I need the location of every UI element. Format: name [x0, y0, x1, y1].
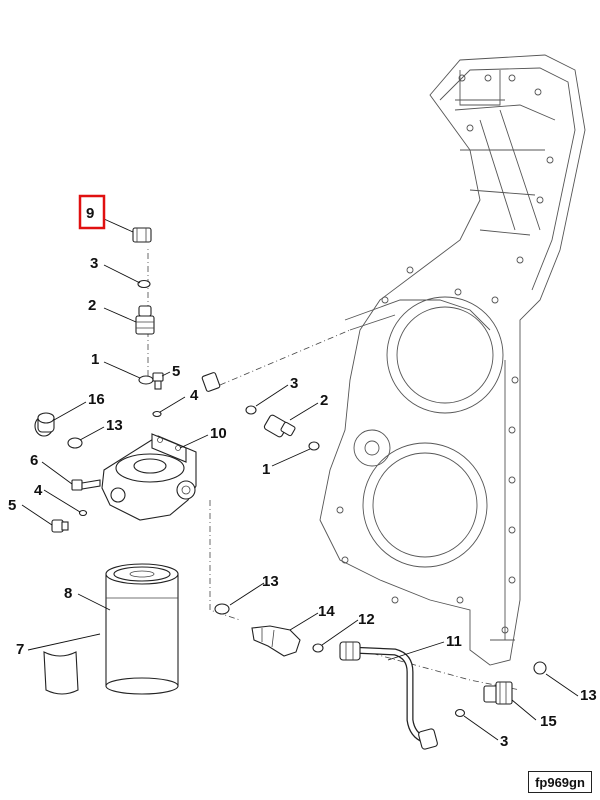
callout-5[interactable]: 5	[8, 497, 16, 514]
o-ring-1-upper	[138, 375, 154, 385]
callout-1[interactable]: 1	[91, 351, 99, 368]
o-ring-12	[312, 643, 324, 653]
callout-13[interactable]: 13	[106, 417, 123, 434]
callout-2[interactable]: 2	[320, 392, 328, 409]
adapter-2-upper	[135, 305, 155, 335]
o-ring-3-lower	[454, 708, 466, 718]
adapter-2-right	[263, 414, 296, 438]
oil-line-lower	[339, 641, 438, 750]
callout-13[interactable]: 13	[580, 687, 597, 704]
callout-1[interactable]: 1	[262, 461, 270, 478]
plug-5-upper	[152, 372, 164, 390]
callout-5[interactable]: 5	[172, 363, 180, 380]
o-ring-13-left	[67, 437, 83, 449]
filter-head-10	[101, 433, 197, 521]
highlight-box	[78, 194, 106, 230]
assembly-guide-lines	[147, 240, 521, 691]
callout-12[interactable]: 12	[358, 611, 375, 628]
oil-filter-8	[105, 563, 179, 695]
callout-3[interactable]: 3	[500, 733, 508, 750]
plug-16	[34, 412, 55, 437]
leader-lines	[21, 218, 579, 741]
callout-16[interactable]: 16	[88, 391, 105, 408]
callout-6[interactable]: 6	[30, 452, 38, 469]
callout-9[interactable]: 9	[86, 205, 94, 222]
callout-4[interactable]: 4	[34, 482, 43, 499]
callout-3[interactable]: 3	[90, 255, 98, 272]
callout-4[interactable]: 4	[190, 387, 199, 404]
o-ring-1-right	[308, 441, 320, 451]
callout-10[interactable]: 10	[210, 425, 227, 442]
o-ring-3-right	[245, 405, 257, 415]
callout-8[interactable]: 8	[64, 585, 72, 602]
callout-3[interactable]: 3	[290, 375, 298, 392]
oil-line-upper	[132, 212, 221, 392]
o-ring-4-upper	[152, 410, 162, 418]
figure-reference-code: fp969gn	[528, 771, 592, 793]
callout-2[interactable]: 2	[88, 297, 96, 314]
o-ring-13-right	[533, 661, 547, 675]
callout-7[interactable]: 7	[16, 641, 24, 658]
callout-13[interactable]: 13	[262, 573, 279, 590]
callout-11[interactable]: 11	[446, 633, 462, 650]
plug-5-lower	[51, 519, 69, 533]
adapter-15	[483, 681, 513, 705]
callout-15[interactable]: 15	[540, 713, 557, 730]
o-ring-13-lower	[214, 603, 230, 615]
elbow-14	[251, 625, 301, 657]
o-ring-4-lower	[78, 509, 88, 517]
callout-labels: 9 3 2 1 5 4 3 2 16 13 1 10 6 4 5 8 7 13 …	[8, 194, 597, 750]
callout-14[interactable]: 14	[318, 603, 335, 620]
engine-front-housing	[319, 54, 586, 666]
bolt-6	[71, 479, 101, 491]
decal-7	[43, 651, 79, 695]
o-ring-3-upper	[137, 279, 151, 289]
